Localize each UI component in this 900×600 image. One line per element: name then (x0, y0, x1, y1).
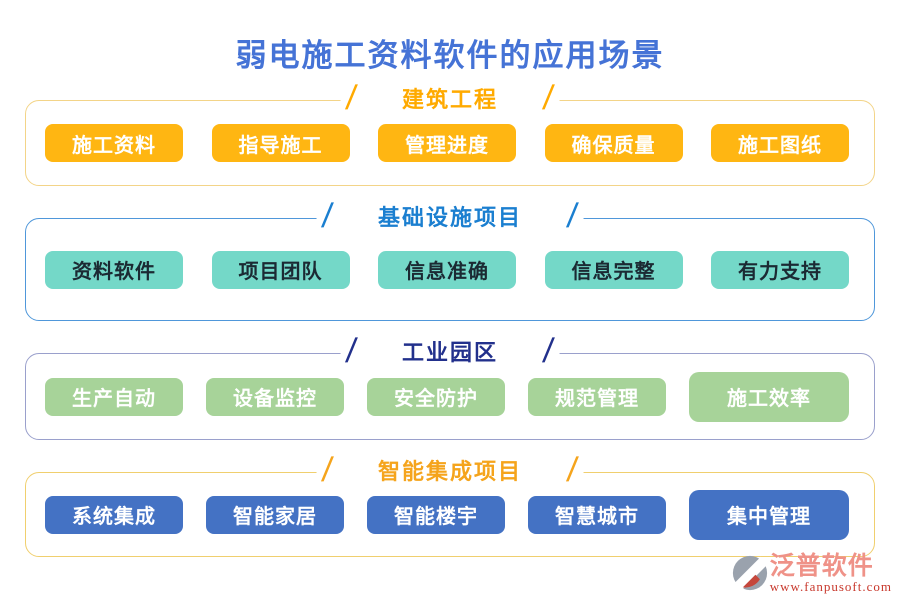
tag-button[interactable]: 设备监控 (206, 377, 344, 416)
section-title: 智能集成项目 (377, 459, 523, 484)
tag-button[interactable]: 指导施工 (211, 124, 350, 162)
tag-button[interactable]: 管理进度 (378, 124, 516, 162)
brand-url[interactable]: www.fanpusoft.com (769, 579, 892, 594)
tag-button[interactable]: 项目团队 (211, 250, 350, 289)
section-building-engineering: / 建筑工程 / 施工资料 指导施工 管理进度 确保质量 施工图纸 (25, 79, 875, 186)
slash-decoration: / (343, 332, 359, 370)
button-row: 系统集成 智能家居 智能楼宇 智慧城市 集中管理 (45, 472, 849, 557)
section-header: / 基础设施项目 / (316, 197, 584, 235)
brand-text-block: 泛普软件 www.fanpusoft.com (770, 553, 892, 595)
tag-button[interactable]: 系统集成 (45, 495, 183, 534)
slash-decoration: / (565, 451, 581, 489)
tag-button[interactable]: 有力支持 (711, 250, 849, 289)
section-title: 基础设施项目 (377, 205, 523, 230)
section-smart-integration-projects: / 智能集成项目 / 系统集成 智能家居 智能楼宇 智慧城市 集中管理 (25, 451, 875, 557)
section-header: / 智能集成项目 / (316, 451, 584, 489)
tag-button[interactable]: 智能楼宇 (367, 495, 505, 534)
section-header: / 建筑工程 / (340, 79, 560, 117)
button-row: 资料软件 项目团队 信息准确 信息完整 有力支持 (45, 218, 849, 321)
slash-decoration: / (541, 79, 557, 117)
slash-decoration: / (541, 332, 557, 370)
button-row: 施工资料 指导施工 管理进度 确保质量 施工图纸 (45, 100, 849, 186)
tag-button[interactable]: 生产自动 (45, 377, 183, 416)
tag-button[interactable]: 确保质量 (544, 124, 683, 162)
tag-button[interactable]: 施工效率 (689, 371, 849, 422)
tag-button[interactable]: 集中管理 (689, 489, 849, 540)
slash-decoration: / (319, 451, 335, 489)
slash-decoration: / (565, 197, 581, 235)
tag-button[interactable]: 安全防护 (367, 377, 505, 416)
brand-footer: 泛普软件 www.fanpusoft.com (732, 553, 892, 596)
button-row: 生产自动 设备监控 安全防护 规范管理 施工效率 (45, 353, 849, 440)
tag-button[interactable]: 智慧城市 (528, 495, 666, 534)
section-industrial-park: / 工业园区 / 生产自动 设备监控 安全防护 规范管理 施工效率 (25, 332, 875, 440)
tag-button[interactable]: 施工资料 (45, 124, 183, 162)
tag-button[interactable]: 规范管理 (528, 377, 666, 416)
tag-button[interactable]: 信息完整 (544, 250, 683, 289)
fanpu-logo-icon (732, 555, 768, 596)
section-infrastructure-projects: / 基础设施项目 / 资料软件 项目团队 信息准确 信息完整 有力支持 (25, 197, 875, 321)
tag-button[interactable]: 资料软件 (45, 250, 183, 289)
section-title: 建筑工程 (401, 87, 499, 112)
brand-name: 泛普软件 (769, 552, 874, 580)
slash-decoration: / (343, 79, 359, 117)
section-header: / 工业园区 / (340, 332, 560, 370)
slash-decoration: / (319, 197, 335, 235)
tag-button[interactable]: 智能家居 (206, 495, 344, 534)
tag-button[interactable]: 施工图纸 (711, 124, 849, 162)
tag-button[interactable]: 信息准确 (378, 250, 516, 289)
page-title: 弱电施工资料软件的应用场景 (235, 38, 665, 73)
section-title: 工业园区 (401, 340, 499, 365)
